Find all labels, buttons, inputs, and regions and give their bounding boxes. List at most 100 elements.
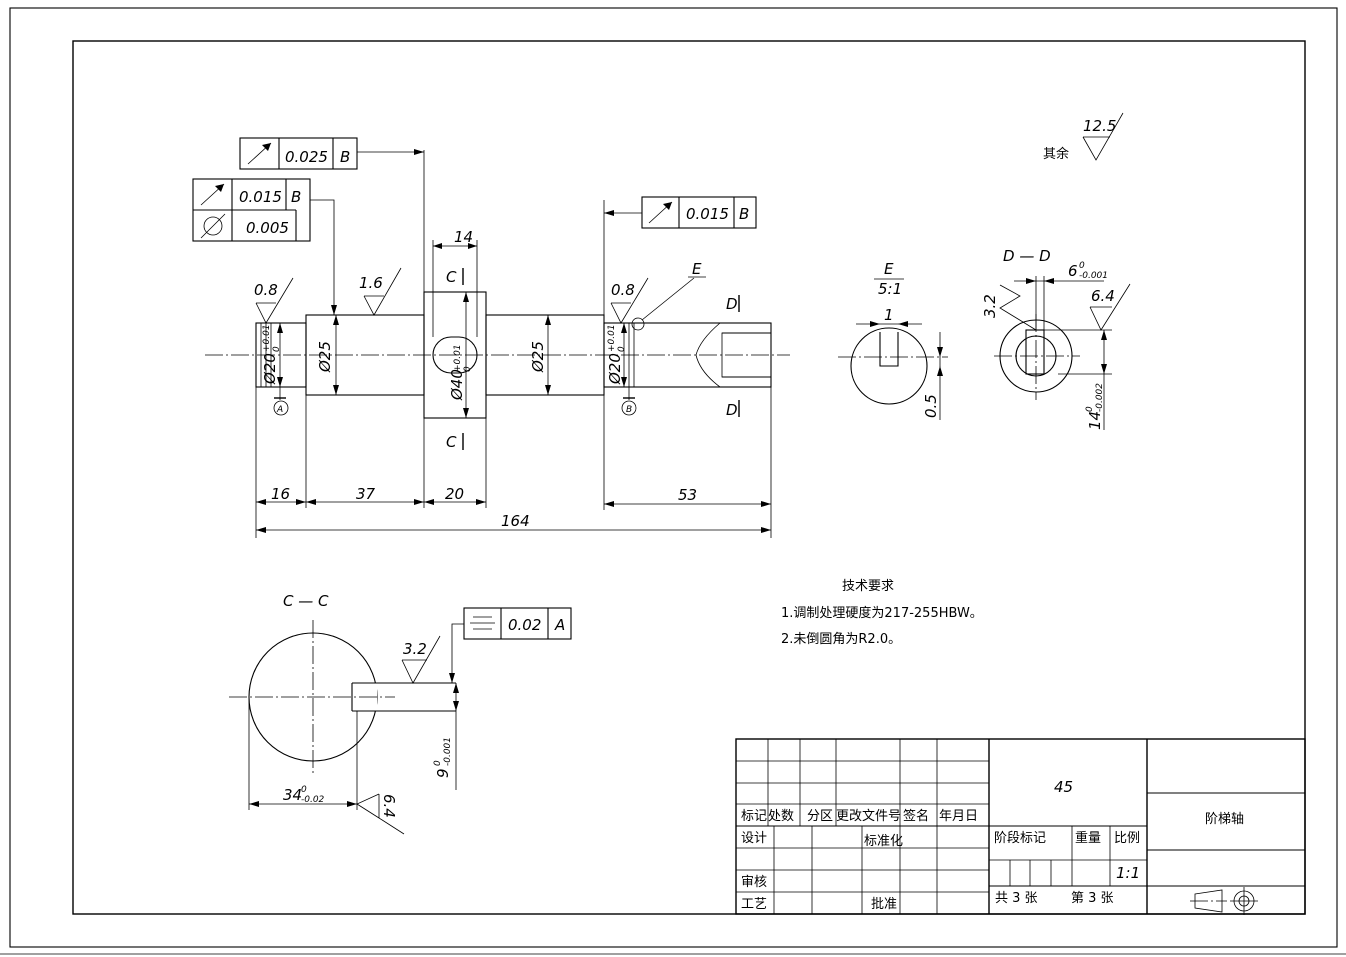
section-c-bot: C [446,433,457,451]
hdr-zone: 分区 [807,809,833,824]
lbl-scale: 比例 [1114,831,1140,846]
gdt-top-tol: 0.025 [285,148,328,166]
ra-left: 0.8 [254,281,278,299]
dim-37: 37 [356,485,376,503]
hdr-date: 年月日 [939,809,978,824]
lbl-design: 设计 [741,831,767,846]
drawing-border [72,40,1306,915]
lbl-approve: 批准 [871,897,897,912]
roughness-rest: 其余 12.5 [1043,112,1124,162]
tech-req-title: 技术要求 [842,579,894,594]
dim-d40-lo: 0 [463,366,473,372]
tech-req-line2: 2.未倒圆角为R2.0。 [781,632,901,647]
gdt-top-datum: B [340,148,350,166]
section-c-ra-a: 3.2 [403,640,427,658]
section-c-top: C [446,268,457,286]
roughness-right [610,277,649,324]
sheet-number: 第 3 张 [1071,891,1114,906]
hdr-count: 处数 [768,809,794,824]
dim-d20-right-up: +0.01 [607,324,617,352]
gdt-right-tol: 0.015 [686,205,729,223]
detail-e-width: 1 [884,306,894,324]
section-c-depth-lo: -0.02 [301,795,325,805]
gdt-frame-top [239,137,424,170]
dim-d20-left: Ø20 [261,353,279,385]
hdr-doc: 更改文件号 [836,809,901,824]
part-name: 阶梯轴 [1205,812,1244,827]
detail-e-view: E 5:1 1 0.5 [838,260,948,420]
gdt-frame-right [604,196,757,229]
section-c-width: 9 [434,768,452,778]
dim-d20-left-up: +0.01 [262,324,272,352]
gdt-right-datum: B [739,205,749,223]
section-c-view: C — C 0.02 A 9 0 -0.001 3.2 [229,592,572,835]
detail-e-title: E [884,260,894,278]
dim-16: 16 [271,485,290,503]
dim-53: 53 [678,486,697,504]
section-c-depth: 34 [283,786,302,804]
ra-shaft: 1.6 [359,274,383,292]
dim-d40: Ø40 [448,369,466,401]
ra-right: 0.8 [611,281,635,299]
gdt-left-runout-datum: B [291,188,301,206]
material: 45 [1054,778,1073,796]
datum-a-symbol [273,400,289,416]
roughness-left [255,277,294,324]
section-d-height-up: 0 [1085,406,1095,412]
datum-b-symbol [621,400,637,416]
lbl-review: 审核 [741,875,767,890]
section-c-title: C — C [283,592,329,610]
tech-req-line1: 1.调制处理硬度为217-255HBW。 [781,605,983,621]
section-c-ra-b: 6.4 [380,794,398,818]
datum-a-label: A [276,405,283,415]
section-d-width-up: 0 [1079,261,1085,271]
detail-e-depth: 0.5 [922,394,940,418]
lbl-weight: 重量 [1075,830,1101,846]
gdt-frame-left [192,178,337,315]
main-view: 0.025 B 0.015 B 0.005 0.015 B 0.8 1.6 0.… [192,137,790,538]
roughness-rest-label: 其余 [1043,146,1069,162]
dim-164: 164 [501,512,530,530]
dim-key-14: 14 [454,228,473,246]
technical-requirements: 技术要求 1.调制处理硬度为217-255HBW。 2.未倒圆角为R2.0。 [781,579,983,647]
gdt-left-cyl-tol: 0.005 [246,219,289,237]
dim-d25-left: Ø25 [316,341,334,373]
section-d-top: D [726,295,738,313]
dim-d25-mid: Ø25 [529,341,547,373]
section-c-gdt-tol: 0.02 [508,616,541,634]
keyway-slot [432,336,478,374]
dim-d20-right-lo: 0 [617,346,627,352]
section-d-height: 14 [1086,411,1104,430]
total-sheets: 共 3 张 [995,891,1038,906]
lbl-stage: 阶段标记 [994,831,1046,846]
partial-section-hatch [695,322,772,388]
detail-e-circle [850,327,928,405]
roughness-shaft [363,267,402,316]
detail-e-scale: 5:1 [878,280,902,298]
section-c-gdt-datum: A [554,616,565,634]
section-c-width-lo: -0.001 [443,737,453,766]
datum-b-label: B [626,405,632,415]
projection-symbol-icon [1190,887,1258,915]
dim-d20-right: Ø20 [606,353,624,385]
section-d-bot: D [726,401,738,419]
lbl-process: 工艺 [741,897,767,912]
detail-e-label: E [692,260,702,278]
dim-d20-left-lo: 0 [272,346,282,352]
section-d-height-lo: -0.002 [1095,383,1105,412]
detail-e-marker [631,317,645,331]
lbl-standard: 标准化 [864,834,903,849]
section-d-view: D — D 6 0 -0.001 14 0 -0.002 3.2 6.4 [981,247,1131,430]
section-c-width-up: 0 [433,760,443,766]
hdr-sign: 签名 [903,808,929,824]
scale-value: 1:1 [1116,864,1140,882]
section-d-title: D — D [1003,247,1051,265]
section-d-width: 6 [1068,262,1078,280]
sheet-outer-frame [9,7,1338,948]
roughness-rest-value: 12.5 [1083,117,1116,135]
gdt-left-runout-tol: 0.015 [239,188,282,206]
dim-d40-up: +0.01 [453,344,463,372]
section-d-ra-b: 6.4 [1091,287,1115,305]
dim-20: 20 [445,485,464,503]
